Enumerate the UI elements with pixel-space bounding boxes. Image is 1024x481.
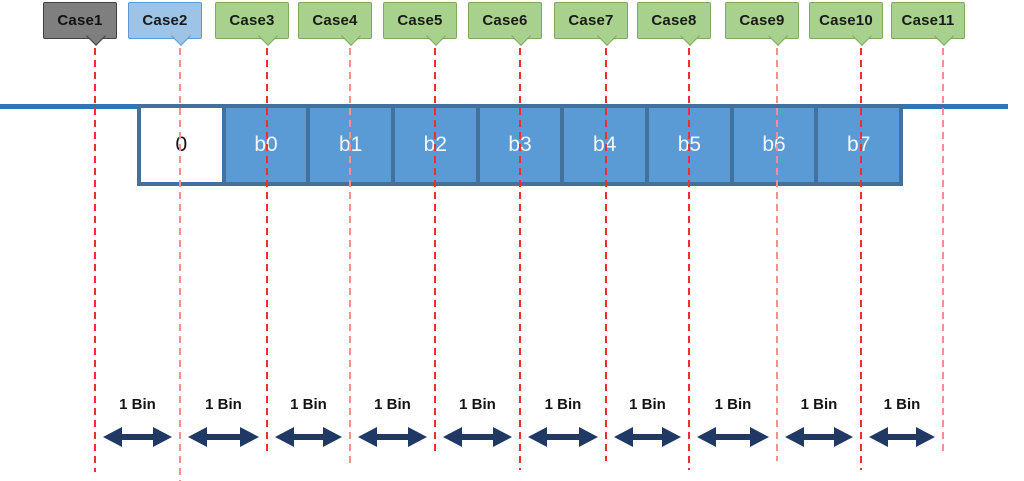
register-cell: b7 bbox=[814, 108, 900, 182]
case-label: Case7 bbox=[568, 12, 614, 29]
guide-line bbox=[349, 48, 351, 463]
case-callout: Case7 bbox=[554, 2, 628, 46]
bin-label: 1 Bin bbox=[459, 396, 496, 413]
bin-span-arrow bbox=[188, 427, 259, 447]
guide-line bbox=[266, 48, 268, 456]
case-label: Case8 bbox=[651, 12, 697, 29]
bin-span-arrow bbox=[614, 427, 681, 447]
bin-label: 1 Bin bbox=[119, 396, 156, 413]
case-label: Case10 bbox=[819, 12, 873, 29]
register-cell-label: 0 bbox=[175, 133, 188, 156]
arrow-shaft bbox=[374, 434, 411, 440]
arrow-right-head-icon bbox=[834, 427, 853, 447]
arrow-left-head-icon bbox=[697, 427, 716, 447]
bin-span-arrow bbox=[358, 427, 427, 447]
register-cell: b2 bbox=[391, 108, 476, 182]
register-cell: b4 bbox=[560, 108, 646, 182]
case-callout: Case9 bbox=[725, 2, 799, 46]
arrow-left-head-icon bbox=[188, 427, 207, 447]
register-cell: b3 bbox=[475, 108, 561, 182]
case-label: Case5 bbox=[397, 12, 443, 29]
arrow-left-head-icon bbox=[528, 427, 547, 447]
arrow-shaft bbox=[713, 434, 753, 440]
case-callout: Case3 bbox=[215, 2, 289, 46]
bin-span-arrow bbox=[275, 427, 342, 447]
arrow-shaft bbox=[204, 434, 243, 440]
case-callout: Case10 bbox=[809, 2, 883, 46]
bin-label: 1 Bin bbox=[883, 396, 921, 413]
bin-label: 1 Bin bbox=[205, 396, 242, 413]
register-cell-label: b4 bbox=[593, 133, 616, 157]
arrow-right-head-icon bbox=[153, 427, 172, 447]
arrow-shaft bbox=[459, 434, 496, 440]
arrow-shaft bbox=[885, 434, 919, 440]
guide-line bbox=[434, 48, 436, 456]
register-cell: 0 bbox=[141, 108, 222, 182]
case-label: Case1 bbox=[57, 12, 103, 29]
arrow-shaft bbox=[119, 434, 156, 440]
bin-label: 1 Bin bbox=[714, 396, 752, 413]
arrow-left-head-icon bbox=[275, 427, 294, 447]
bin-span-arrow bbox=[785, 427, 853, 447]
guide-line bbox=[860, 48, 862, 470]
register-cell: b6 bbox=[729, 108, 815, 182]
case-label: Case11 bbox=[901, 12, 955, 29]
arrow-right-head-icon bbox=[323, 427, 342, 447]
case-callout: Case8 bbox=[637, 2, 711, 46]
register-row: 0b0b1b2b3b4b5b6b7 bbox=[137, 104, 903, 186]
case-callout: Case11 bbox=[891, 2, 965, 46]
arrow-left-head-icon bbox=[869, 427, 888, 447]
guide-line bbox=[519, 48, 521, 470]
guide-line bbox=[605, 48, 607, 461]
case-callout: Case5 bbox=[383, 2, 457, 46]
arrow-right-head-icon bbox=[750, 427, 769, 447]
bin-label: 1 Bin bbox=[800, 396, 838, 413]
register-cell-label: b7 bbox=[847, 133, 871, 156]
guide-line bbox=[942, 48, 944, 456]
bin-label: 1 Bin bbox=[290, 396, 327, 413]
case-callout: Case4 bbox=[298, 2, 372, 46]
arrow-right-head-icon bbox=[662, 427, 681, 447]
bin-span-arrow bbox=[103, 427, 172, 447]
guide-line bbox=[179, 48, 181, 481]
case-label: Case2 bbox=[142, 12, 188, 29]
arrow-left-head-icon bbox=[358, 427, 377, 447]
bin-span-arrow bbox=[443, 427, 512, 447]
bin-span-arrow bbox=[697, 427, 769, 447]
arrow-left-head-icon bbox=[443, 427, 462, 447]
arrow-right-head-icon bbox=[408, 427, 427, 447]
arrow-right-head-icon bbox=[579, 427, 598, 447]
guide-line bbox=[688, 48, 690, 470]
arrow-right-head-icon bbox=[240, 427, 259, 447]
arrow-left-head-icon bbox=[785, 427, 804, 447]
arrow-shaft bbox=[544, 434, 582, 440]
arrow-shaft bbox=[291, 434, 326, 440]
arrow-right-head-icon bbox=[493, 427, 512, 447]
case-callout: Case2 bbox=[128, 2, 202, 46]
bin-span-arrow bbox=[528, 427, 598, 447]
guide-line bbox=[94, 48, 96, 472]
case-callout: Case1 bbox=[43, 2, 117, 46]
bin-label: 1 Bin bbox=[544, 396, 582, 413]
case-label: Case6 bbox=[482, 12, 528, 29]
arrow-left-head-icon bbox=[103, 427, 122, 447]
arrow-left-head-icon bbox=[614, 427, 633, 447]
register-cell-label: b6 bbox=[762, 133, 786, 156]
bin-label: 1 Bin bbox=[629, 396, 666, 413]
case-callout: Case6 bbox=[468, 2, 542, 46]
bin-label: 1 Bin bbox=[374, 396, 411, 413]
guide-line bbox=[776, 48, 778, 461]
case-label: Case3 bbox=[229, 12, 275, 29]
case-label: Case9 bbox=[739, 12, 785, 29]
register-cell: b0 bbox=[221, 108, 307, 182]
arrow-right-head-icon bbox=[916, 427, 935, 447]
arrow-shaft bbox=[801, 434, 837, 440]
bin-span-arrow bbox=[869, 427, 935, 447]
case-label: Case4 bbox=[312, 12, 358, 29]
arrow-shaft bbox=[630, 434, 665, 440]
